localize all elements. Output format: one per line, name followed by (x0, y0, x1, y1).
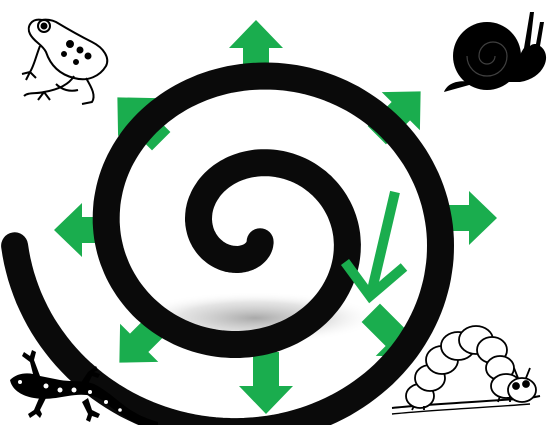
arrow-down (239, 352, 293, 414)
snail-icon (444, 12, 546, 92)
frog-icon (22, 20, 107, 104)
